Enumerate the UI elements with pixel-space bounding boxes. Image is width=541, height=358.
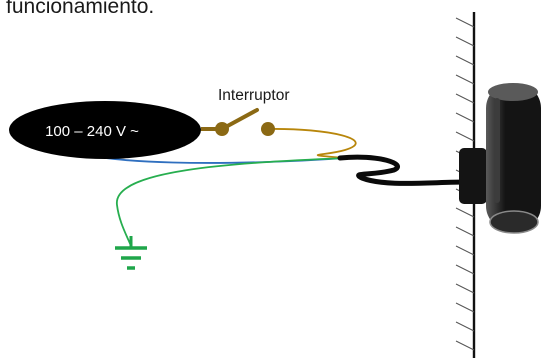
live-wire	[267, 128, 357, 159]
wall-hatch-line	[455, 245, 475, 256]
switch-lever	[220, 108, 259, 131]
wall-hatch-line	[455, 302, 475, 313]
lamp-top-cap	[488, 83, 538, 101]
wall-hatch-line	[455, 74, 475, 85]
ground-wire	[116, 157, 346, 247]
power-source: 100 – 240 V ~	[9, 101, 201, 159]
wall-hatch-line	[455, 55, 475, 66]
switch: Interruptor	[201, 87, 290, 136]
lamp-mounting-bracket	[459, 148, 487, 204]
power-source-ellipse	[9, 101, 201, 159]
wall-hatch-line	[455, 226, 475, 237]
wall-hatch-line	[455, 112, 475, 123]
wall-hatch-line	[455, 207, 475, 218]
caption-text: funcionamiento.	[6, 0, 155, 18]
wall-hatch-line	[455, 321, 475, 332]
lamp	[459, 83, 541, 234]
switch-contact-right	[261, 122, 275, 136]
lamp-lens	[489, 210, 539, 234]
wall-hatch-line	[455, 264, 475, 275]
voltage-label: 100 – 240 V ~	[45, 123, 139, 140]
wall-hatch-line	[455, 283, 475, 294]
wall-hatch-line	[455, 131, 475, 142]
wall-hatch-line	[455, 93, 475, 104]
wall-hatch-line	[455, 340, 475, 351]
wall-hatch-line	[455, 17, 475, 28]
lamp-highlight	[494, 98, 500, 203]
lamp-cable	[337, 154, 471, 186]
switch-label: Interruptor	[218, 87, 290, 104]
wall-hatch-line	[455, 36, 475, 47]
ground-symbol	[115, 236, 147, 270]
